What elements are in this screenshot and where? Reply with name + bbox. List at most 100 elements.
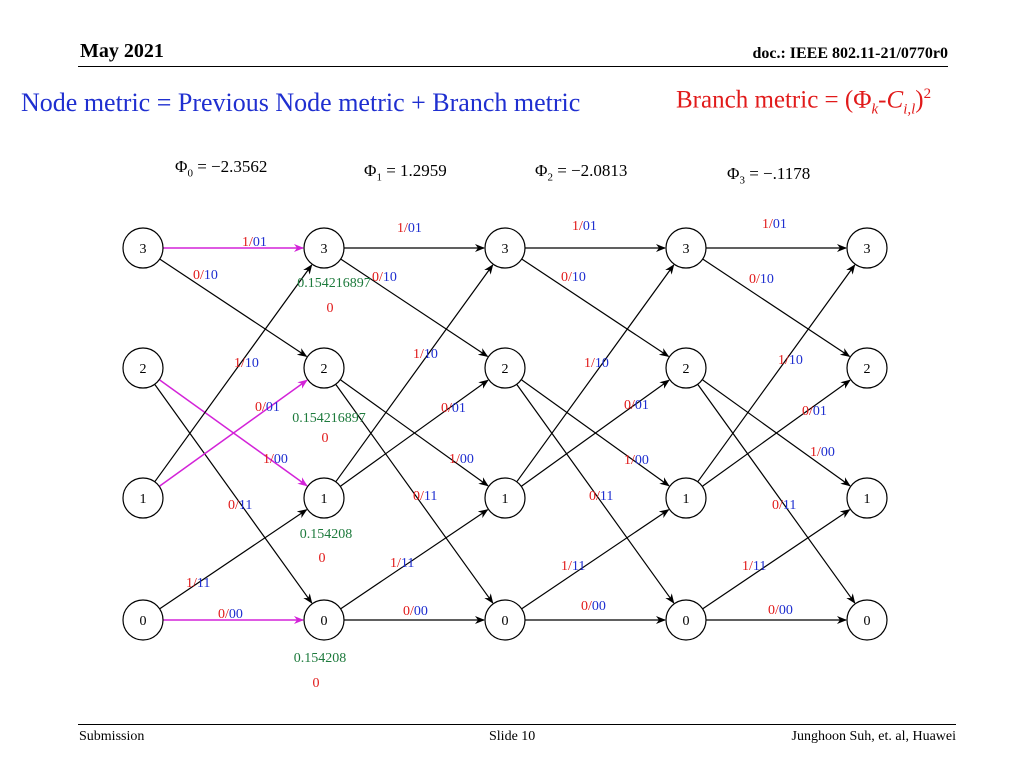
branch-output-bits: 10	[204, 268, 218, 283]
branch-separator: /	[785, 353, 789, 368]
branch-output-bits: 01	[583, 219, 597, 234]
branch-label: 0/01	[441, 401, 466, 416]
branch-label: 0/11	[589, 489, 613, 504]
phi-1-sub: 1	[376, 171, 382, 184]
trellis-node-circle	[303, 227, 345, 269]
trellis-node-circle	[122, 227, 164, 269]
branch-label: 0/01	[802, 404, 827, 419]
header-divider	[78, 66, 948, 67]
trellis-node-circle	[122, 347, 164, 389]
trellis-node-state: 0	[321, 614, 328, 629]
node-metric-extra: 0	[319, 551, 326, 566]
branch-separator: /	[568, 270, 572, 285]
branch-output-bits: 00	[592, 599, 606, 614]
branch-separator: /	[456, 452, 460, 467]
trellis-node: 0	[303, 599, 345, 641]
trellis-node: 2	[303, 347, 345, 389]
branch-input-bit: 1	[584, 356, 591, 371]
branch-metric-prefix: Branch metric = (Φ	[676, 86, 872, 114]
phi-2-sub: 2	[547, 171, 553, 184]
node-metric-value: 0.154208	[294, 651, 347, 666]
branch-arrow	[702, 258, 851, 357]
branch-output-bits: 10	[245, 356, 259, 371]
branch-separator: /	[249, 235, 253, 250]
branch-output-bits: 00	[414, 604, 428, 619]
branch-label: 1/00	[449, 452, 474, 467]
trellis-node-state: 2	[502, 362, 509, 377]
branch-output-bits: 01	[635, 398, 649, 413]
branch-arrow	[159, 509, 308, 610]
branch-separator: /	[235, 498, 239, 513]
branch-separator: /	[379, 270, 383, 285]
phi-1: Φ1 = 1.2959	[364, 161, 447, 183]
trellis-node: 0	[122, 599, 164, 641]
branch-label: 0/10	[749, 272, 774, 287]
footer-slide-number: Slide 10	[489, 729, 536, 744]
branch-label: 0/00	[768, 603, 793, 618]
trellis-node: 1	[303, 477, 345, 519]
trellis-node-state: 2	[321, 362, 328, 377]
branch-label: 0/00	[218, 607, 243, 622]
branch-input-bit: 1	[390, 556, 397, 571]
header-date: May 2021	[80, 40, 164, 62]
branch-input-bit: 1	[572, 219, 579, 234]
branch-label: 1/11	[186, 576, 210, 591]
branch-arrow	[154, 264, 313, 483]
branch-label: 1/01	[242, 235, 267, 250]
branch-separator: /	[568, 559, 572, 574]
phi-3-base: Φ	[727, 164, 740, 183]
branch-metric-dash: -	[878, 86, 887, 114]
branch-label: 1/01	[572, 219, 597, 234]
phi-1-base: Φ	[364, 161, 377, 180]
branch-label: 1/10	[413, 347, 438, 362]
branch-separator: /	[596, 489, 600, 504]
branch-label: 1/01	[762, 217, 787, 232]
branch-arrow	[335, 383, 494, 604]
branch-input-bit: 1	[742, 559, 749, 574]
branch-input-bit: 1	[186, 576, 193, 591]
trellis-node-circle	[303, 347, 345, 389]
branch-separator: /	[262, 400, 266, 415]
trellis-node-state: 1	[140, 492, 147, 507]
phi-2-base: Φ	[535, 161, 548, 180]
branch-label: 0/11	[772, 498, 796, 513]
trellis-node: 3	[846, 227, 888, 269]
trellis-node-state: 3	[683, 242, 690, 257]
footer-divider	[78, 724, 956, 725]
trellis-node-circle	[846, 477, 888, 519]
phi-2-value: = −2.0813	[557, 161, 628, 180]
node-metric-value: 0.154208	[300, 527, 353, 542]
branch-input-bit: 0	[413, 489, 420, 504]
branch-input-bit: 0	[228, 498, 235, 513]
phi-2: Φ2 = −2.0813	[535, 161, 627, 183]
branch-arrow	[701, 379, 851, 487]
branch-output-bits: 11	[572, 559, 585, 574]
trellis-node-circle	[484, 477, 526, 519]
branch-arrow	[516, 383, 675, 604]
branch-output-bits: 00	[460, 452, 474, 467]
branch-arrow	[159, 258, 308, 357]
node-metric-extra: 0	[313, 676, 320, 691]
branch-output-bits: 11	[600, 489, 613, 504]
phi-3: Φ3 = −.1178	[727, 164, 810, 186]
phi-3-value: = −.1178	[749, 164, 811, 183]
trellis-node: 2	[122, 347, 164, 389]
trellis-node: 3	[484, 227, 526, 269]
trellis-node-circle	[303, 599, 345, 641]
branch-label: 1/11	[390, 556, 414, 571]
trellis-node-circle	[846, 599, 888, 641]
branch-input-bit: 0	[768, 603, 775, 618]
phi-1-value: = 1.2959	[386, 161, 447, 180]
trellis-node-circle	[665, 599, 707, 641]
phi-0-base: Φ	[175, 157, 188, 176]
branch-input-bit: 0	[581, 599, 588, 614]
node-metric-equation: Node metric = Previous Node metric + Bra…	[21, 88, 581, 117]
branch-label: 0/10	[193, 268, 218, 283]
branch-separator: /	[756, 272, 760, 287]
branch-input-bit: 1	[762, 217, 769, 232]
branch-separator: /	[270, 452, 274, 467]
branch-input-bit: 0	[441, 401, 448, 416]
branch-output-bits: 10	[760, 272, 774, 287]
branch-separator: /	[404, 221, 408, 236]
branch-label: 1/11	[742, 559, 766, 574]
